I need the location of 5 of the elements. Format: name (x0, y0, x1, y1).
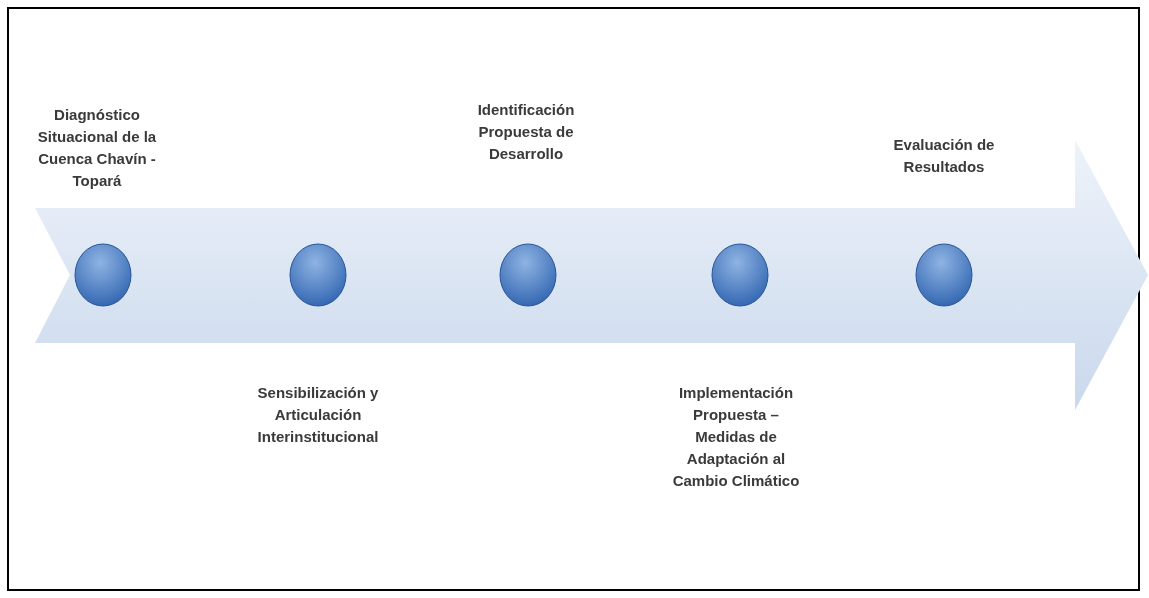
milestone-label: Evaluación de Resultados (892, 135, 996, 177)
milestone-label: Identificación Propuesta de Desarrollo (476, 100, 576, 164)
milestone-label: Sensibilización y Articulación Interinstitucional (256, 383, 380, 447)
milestone-label: Implementación Propuesta – Medidas de Adaptación al Cambio Climático (671, 383, 801, 491)
milestone-label: Diagnóstico Situacional de la Cuenca Chavín - Topará (36, 105, 158, 191)
